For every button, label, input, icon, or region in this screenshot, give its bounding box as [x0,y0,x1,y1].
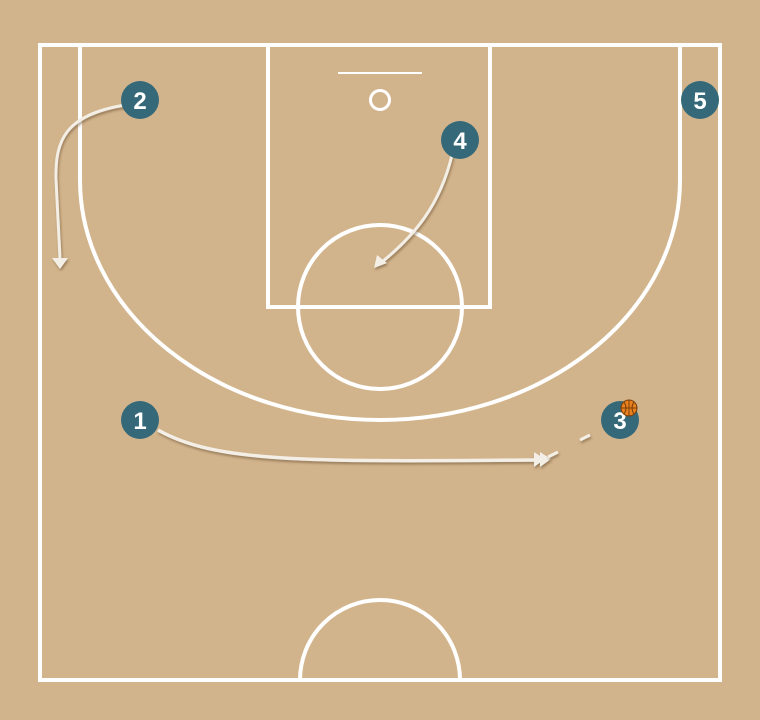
player-4[interactable]: 4 [441,121,479,159]
play-actions [52,103,591,467]
basketball-icon [620,399,638,417]
court-lines [38,43,722,682]
player-marker [441,121,479,159]
player-5[interactable]: 5 [681,81,719,119]
three-point-line [78,45,682,422]
free-throw-circle [296,223,464,391]
player-marker [681,81,719,119]
basket-rim [369,89,391,111]
player-number: 5 [693,88,706,115]
player-number: 3 [613,408,626,435]
player-1[interactable]: 1 [121,401,159,439]
arrowhead [374,255,387,268]
cut-path-player-2 [52,103,126,269]
player-3[interactable]: 3 [601,399,639,439]
player-number: 1 [133,408,146,435]
player-marker [121,401,159,439]
paint-lane [266,43,492,309]
player-number: 2 [133,88,146,115]
players: 1 2 3 4 5 [121,81,719,439]
player-marker [121,81,159,119]
arrowhead [534,452,545,467]
arrowhead [540,452,551,467]
arrowhead [52,258,68,269]
cut-path-player-4 [374,154,454,268]
pass-option-dashes [547,433,591,459]
center-circle [298,598,462,681]
player-2[interactable]: 2 [121,81,159,119]
player-number: 4 [453,128,467,155]
dribble-path-player-1 [157,428,551,467]
